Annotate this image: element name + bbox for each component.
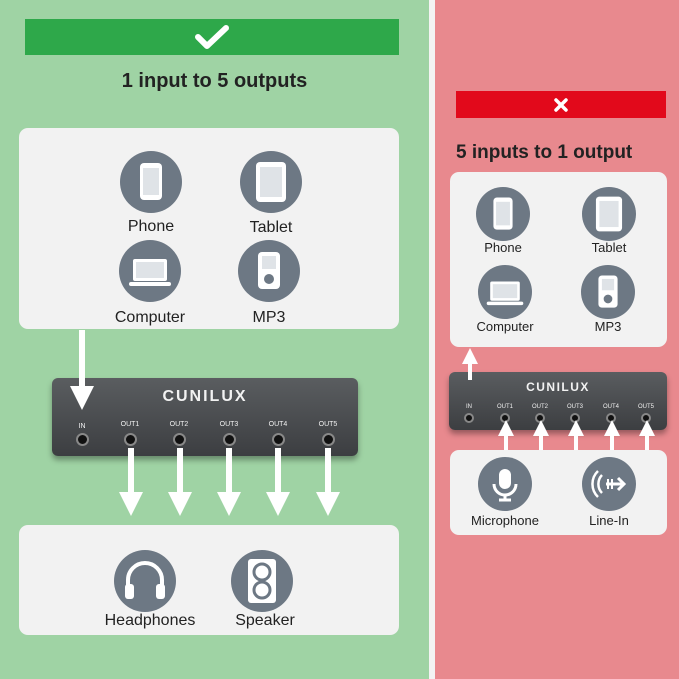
right-heading: 5 inputs to 1 output: [456, 142, 633, 163]
right-port-label-out5: OUT5: [637, 404, 654, 410]
right-port-label-in: IN: [466, 404, 472, 410]
left-source-label-phone: Phone: [127, 218, 175, 235]
left-source-label-tablet: Tablet: [249, 219, 293, 236]
incorrect-banner: [456, 91, 666, 118]
left-port-out2: [173, 433, 186, 446]
panel-divider: [429, 0, 435, 679]
mp3-player-icon: [238, 240, 300, 302]
left-source-card: [19, 128, 399, 329]
right-output-label-mp3: MP3: [594, 319, 622, 334]
correct-banner: [25, 19, 399, 55]
left-port-out5: [322, 433, 335, 446]
microphone-icon: [478, 457, 532, 511]
left-port-label-out4: OUT4: [268, 421, 288, 428]
right-output-label-phone: Phone: [484, 240, 522, 255]
left-splitter-device: CUNILUX IN OUT1 OUT2 OUT3 OUT4 OUT5: [52, 378, 358, 456]
laptop-icon: [478, 265, 532, 319]
phone-icon: [476, 187, 530, 241]
right-mixer-device: CUNILUX IN OUT1 OUT2 OUT3 OUT4 OUT5: [449, 372, 667, 430]
right-port-out2: [535, 413, 545, 423]
left-port-label-out1: OUT1: [120, 421, 140, 428]
right-port-out5: [641, 413, 651, 423]
left-port-label-out3: OUT3: [219, 421, 239, 428]
left-source-label-mp3: MP3: [252, 309, 286, 326]
left-output-label-headphones: Headphones: [104, 612, 196, 629]
left-source-label-computer: Computer: [114, 309, 186, 326]
left-port-label-out2: OUT2: [169, 421, 189, 428]
right-port-out1: [500, 413, 510, 423]
right-source-label-microphone: Microphone: [471, 513, 539, 528]
left-port-out3: [223, 433, 236, 446]
cross-icon: [554, 97, 568, 112]
left-heading: 1 input to 5 outputs: [121, 70, 308, 92]
headphones-icon: [114, 550, 176, 612]
left-output-label-speaker: Speaker: [235, 612, 295, 629]
left-port-in: [76, 433, 89, 446]
speaker-icon: [231, 550, 293, 612]
laptop-icon: [119, 240, 181, 302]
left-port-label-in: IN: [78, 423, 86, 430]
right-source-label-line-in: Line-In: [589, 513, 629, 528]
right-port-label-out1: OUT1: [496, 404, 513, 410]
right-port-out4: [606, 413, 616, 423]
left-device-brand: CUNILUX: [162, 388, 248, 405]
tablet-icon: [582, 187, 636, 241]
right-output-label-tablet: Tablet: [591, 240, 627, 255]
left-port-out4: [272, 433, 285, 446]
check-icon: [195, 25, 229, 49]
right-port-label-out4: OUT4: [602, 404, 619, 410]
right-port-in: [464, 413, 474, 423]
left-port-label-out5: OUT5: [318, 421, 338, 428]
left-output-card: [19, 525, 399, 635]
right-port-out3: [570, 413, 580, 423]
right-port-label-out2: OUT2: [531, 404, 548, 410]
mp3-player-icon: [581, 265, 635, 319]
phone-icon: [120, 151, 182, 213]
tablet-icon: [240, 151, 302, 213]
left-port-out1: [124, 433, 137, 446]
line-in-icon: [582, 457, 636, 511]
right-output-label-computer: Computer: [476, 319, 534, 334]
right-port-label-out3: OUT3: [566, 404, 583, 410]
right-device-brand: CUNILUX: [526, 380, 590, 394]
